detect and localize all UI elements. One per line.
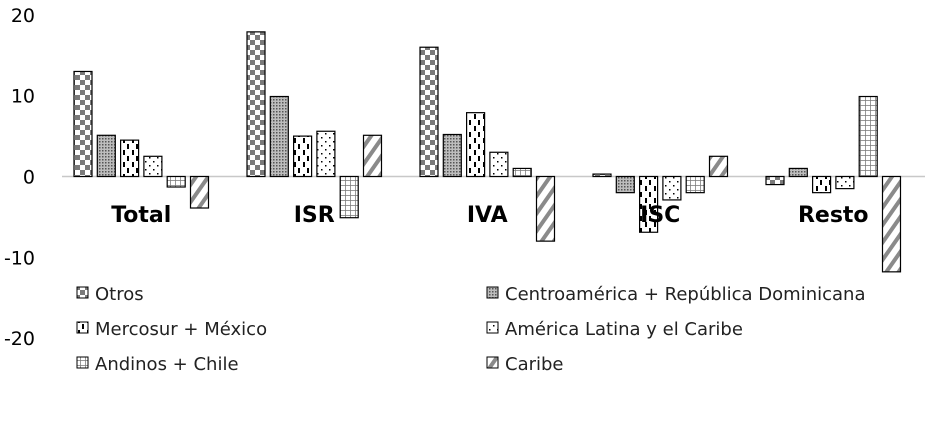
bar-resto-4 [858, 95, 878, 178]
category-label: Total [111, 203, 171, 228]
bar-iva-3 [489, 151, 509, 178]
category-label: ISC [640, 203, 680, 228]
legend-label: Caribe [505, 354, 564, 375]
bar-isr-0 [246, 31, 266, 178]
bar-total-0 [73, 70, 93, 178]
legend-swatch [486, 356, 499, 369]
legend-label: Mercosur + México [95, 319, 267, 340]
bar-total-1 [96, 134, 116, 178]
bar-total-3 [143, 155, 163, 178]
bar-isc-5 [708, 155, 729, 178]
category-label: IVA [467, 203, 508, 228]
legend: Otros Centroamérica + República Dominican… [76, 284, 865, 375]
bar-isr-5 [362, 134, 383, 178]
legend-swatch [76, 356, 89, 369]
bar-resto-3 [835, 175, 855, 190]
legend-label: Otros [95, 284, 144, 305]
y-axis-ticks: 20 10 0 -10 -20 [4, 5, 35, 350]
bar-iva-1 [442, 133, 462, 178]
category-label: ISR [294, 203, 335, 228]
bar-total-2 [119, 139, 140, 178]
legend-swatch [486, 321, 499, 334]
bar-isc-2 [638, 175, 659, 233]
bar-isc-3 [662, 175, 682, 201]
y-tick-label: -10 [4, 247, 35, 269]
bar-resto-0 [765, 175, 785, 186]
category-labels: Total ISR IVA ISC Resto [111, 203, 868, 228]
bar-total-4 [166, 175, 186, 188]
legend-swatch [486, 286, 499, 299]
bar-isr-1 [269, 95, 289, 178]
y-tick-label: -20 [4, 328, 35, 350]
bar-total-5 [189, 175, 210, 209]
legend-swatch [76, 286, 89, 299]
legend-label: Andinos + Chile [95, 354, 239, 375]
legend-label: Centroamérica + República Dominicana [505, 284, 865, 305]
y-tick-label: 10 [11, 86, 35, 108]
bar-iva-2 [466, 112, 486, 178]
bar-iva-0 [419, 46, 439, 178]
y-tick-label: 20 [11, 5, 35, 27]
legend-label: América Latina y el Caribe [505, 319, 743, 340]
bar-resto-5 [881, 175, 902, 273]
category-label: Resto [798, 203, 869, 228]
bar-isc-1 [615, 175, 635, 194]
bar-iva-4 [512, 167, 532, 178]
bar-isr-3 [316, 130, 336, 178]
bar-isr-2 [293, 135, 313, 178]
legend-swatch [76, 321, 89, 334]
bar-isc-0 [592, 173, 612, 178]
bar-iva-5 [535, 175, 556, 242]
bar-resto-1 [788, 167, 808, 178]
bar-isc-4 [685, 175, 705, 194]
bar-resto-2 [811, 175, 832, 194]
bars [73, 31, 902, 273]
y-tick-label: 0 [23, 167, 35, 189]
bar-isr-4 [339, 175, 359, 219]
